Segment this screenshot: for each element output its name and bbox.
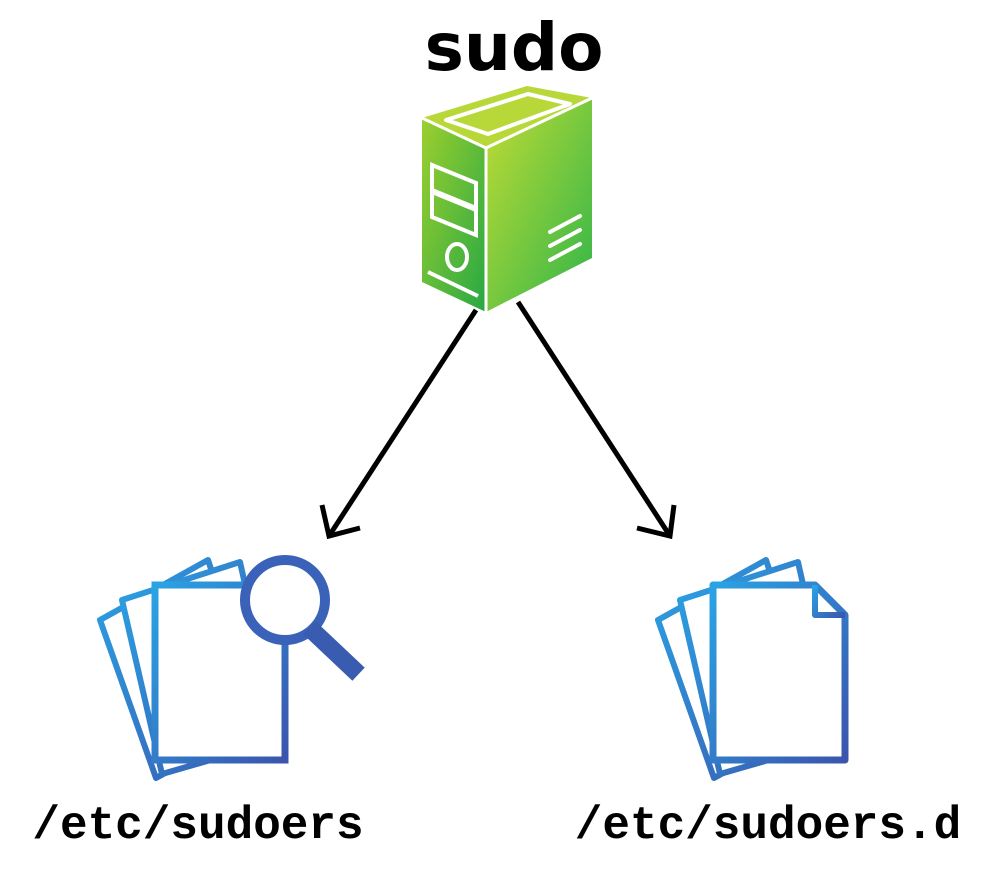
server-tower-icon	[421, 86, 593, 312]
sudoers-d-label: /etc/sudoers.d	[575, 800, 961, 852]
arrow-to-sudoers-d	[515, 300, 677, 540]
documents-search-icon	[97, 555, 365, 781]
arrow-to-sudoers	[319, 308, 479, 540]
sudoers-label: /etc/sudoers	[32, 800, 363, 852]
documents-icon	[655, 557, 849, 781]
diagram-title: sudo	[425, 9, 604, 86]
